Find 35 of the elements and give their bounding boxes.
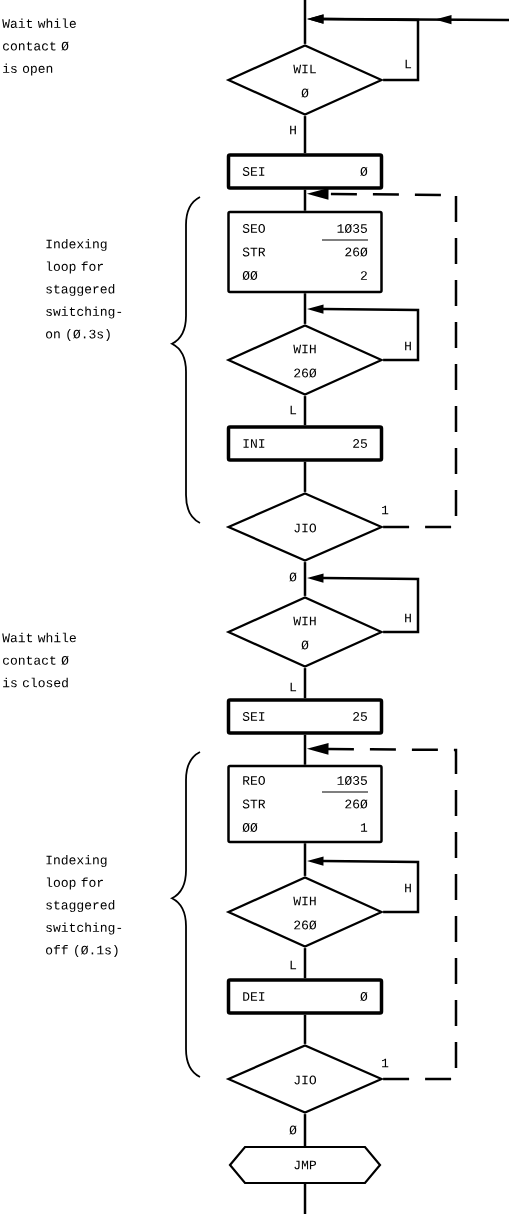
connector-line	[303, 189, 307, 211]
connector-line	[303, 668, 307, 699]
edge-label: L	[288, 681, 298, 693]
edge-label: L	[288, 404, 298, 416]
edge-label: H	[403, 882, 413, 894]
side-note: Indexing loop for staggered switching-on (Ø.3s)	[46, 238, 122, 342]
edge-label: Ø	[288, 571, 298, 583]
instruction-box: REO 1Ø35 STR 26Ø ØØ 1	[227, 764, 383, 844]
edge-label: H	[403, 612, 413, 624]
instruction-box: DEI Ø	[226, 978, 384, 1015]
edge-label: H	[288, 124, 298, 136]
connector-line	[303, 843, 307, 876]
instruction-box: SEI Ø	[226, 153, 384, 190]
edge-label: Ø	[288, 1124, 298, 1136]
connector-line	[303, 562, 307, 596]
connector-line	[303, 461, 307, 492]
edge-label: L	[403, 58, 413, 70]
side-note: Wait while contact Ø is closed	[2, 632, 76, 688]
terminal-hexagon: JMP	[228, 1145, 382, 1185]
connector-line	[303, 1014, 307, 1044]
connector-line	[303, 0, 307, 44]
instruction-box: SEI 25	[226, 698, 384, 735]
edge-label: H	[403, 340, 413, 352]
connector-line	[303, 116, 307, 154]
instruction-box: SEO 1Ø35 STR 26Ø ØØ 2	[227, 210, 383, 294]
connector-line	[303, 948, 307, 979]
side-note: Indexing loop for staggered switching-off (Ø.1s)	[46, 854, 122, 958]
edge-label: L	[288, 959, 298, 971]
instruction-box: INI 25	[226, 425, 384, 462]
connector-line	[303, 734, 307, 765]
connector-line	[303, 293, 307, 324]
connector-line	[303, 396, 307, 426]
connector-line	[303, 1183, 307, 1214]
side-note: Wait while contact Ø is open	[2, 18, 76, 76]
connector-line	[303, 1114, 307, 1147]
